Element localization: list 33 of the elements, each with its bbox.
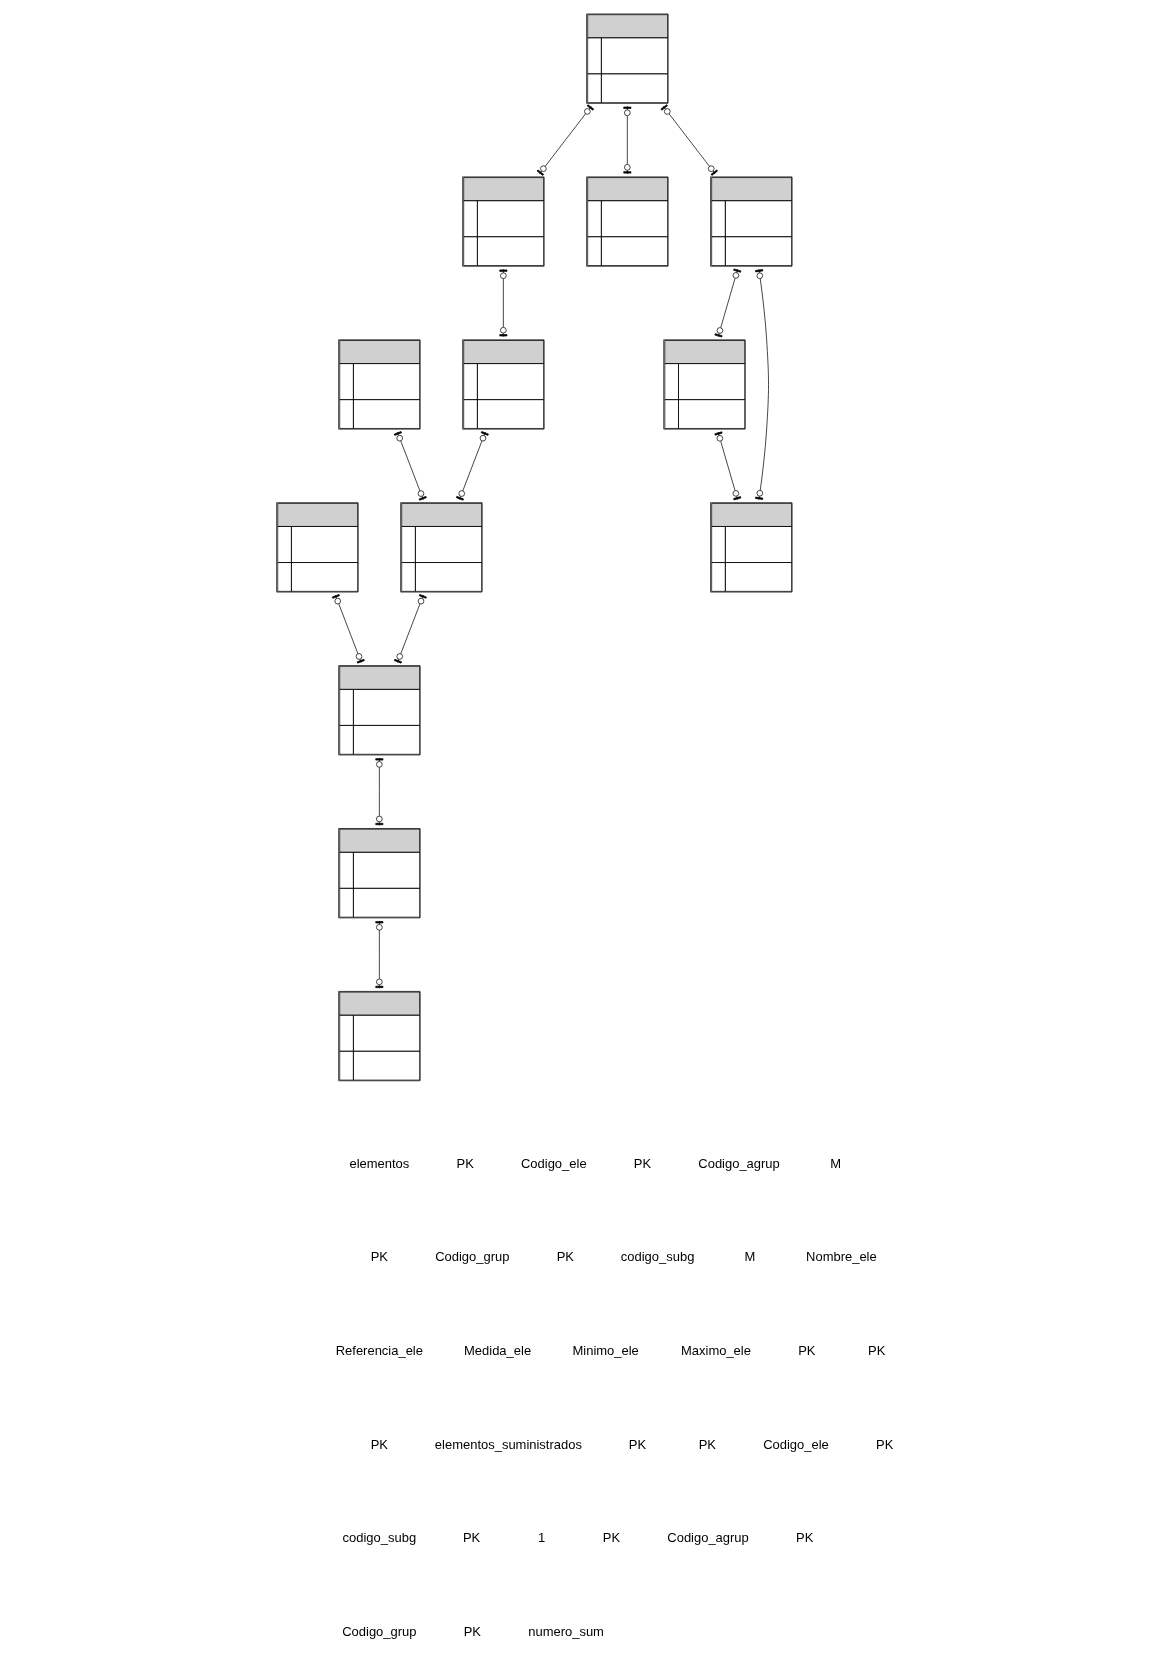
label: PK [370,1249,389,1265]
label: PK [370,1436,389,1452]
label: Codigo_agrup [667,1530,749,1546]
label: codigo_subg [342,1530,417,1546]
label: Minimo_ele [572,1342,639,1358]
label: PK [602,1530,621,1546]
label: codigo_subg [620,1249,695,1265]
label: Medida_ele [464,1342,532,1358]
label: Codigo_ele [763,1436,829,1452]
label: PK [698,1436,716,1452]
label: Codigo_grup [342,1624,417,1640]
label: PK [463,1624,482,1640]
label: PK [556,1249,574,1265]
label: Codigo_ele [520,1155,587,1171]
label: PK [456,1155,474,1171]
label: Nombre_ele [806,1249,877,1265]
label: M [830,1155,842,1171]
label: elementos [349,1155,410,1171]
label: PK [795,1530,814,1546]
label: 1 [537,1530,546,1546]
label: Maximo_ele [681,1342,751,1358]
label: M [744,1249,756,1265]
label: PK [876,1436,894,1452]
label: Referencia_ele [335,1342,423,1358]
label: numero_sum [528,1624,604,1640]
label: PK [868,1342,886,1358]
label: PK [633,1155,652,1171]
label: PK [462,1530,481,1546]
label: elementos_suministrados [434,1436,582,1452]
label: PK [628,1436,647,1452]
label: Codigo_grup [435,1249,510,1265]
label: PK [798,1342,816,1358]
label: Codigo_agrup [698,1155,780,1171]
